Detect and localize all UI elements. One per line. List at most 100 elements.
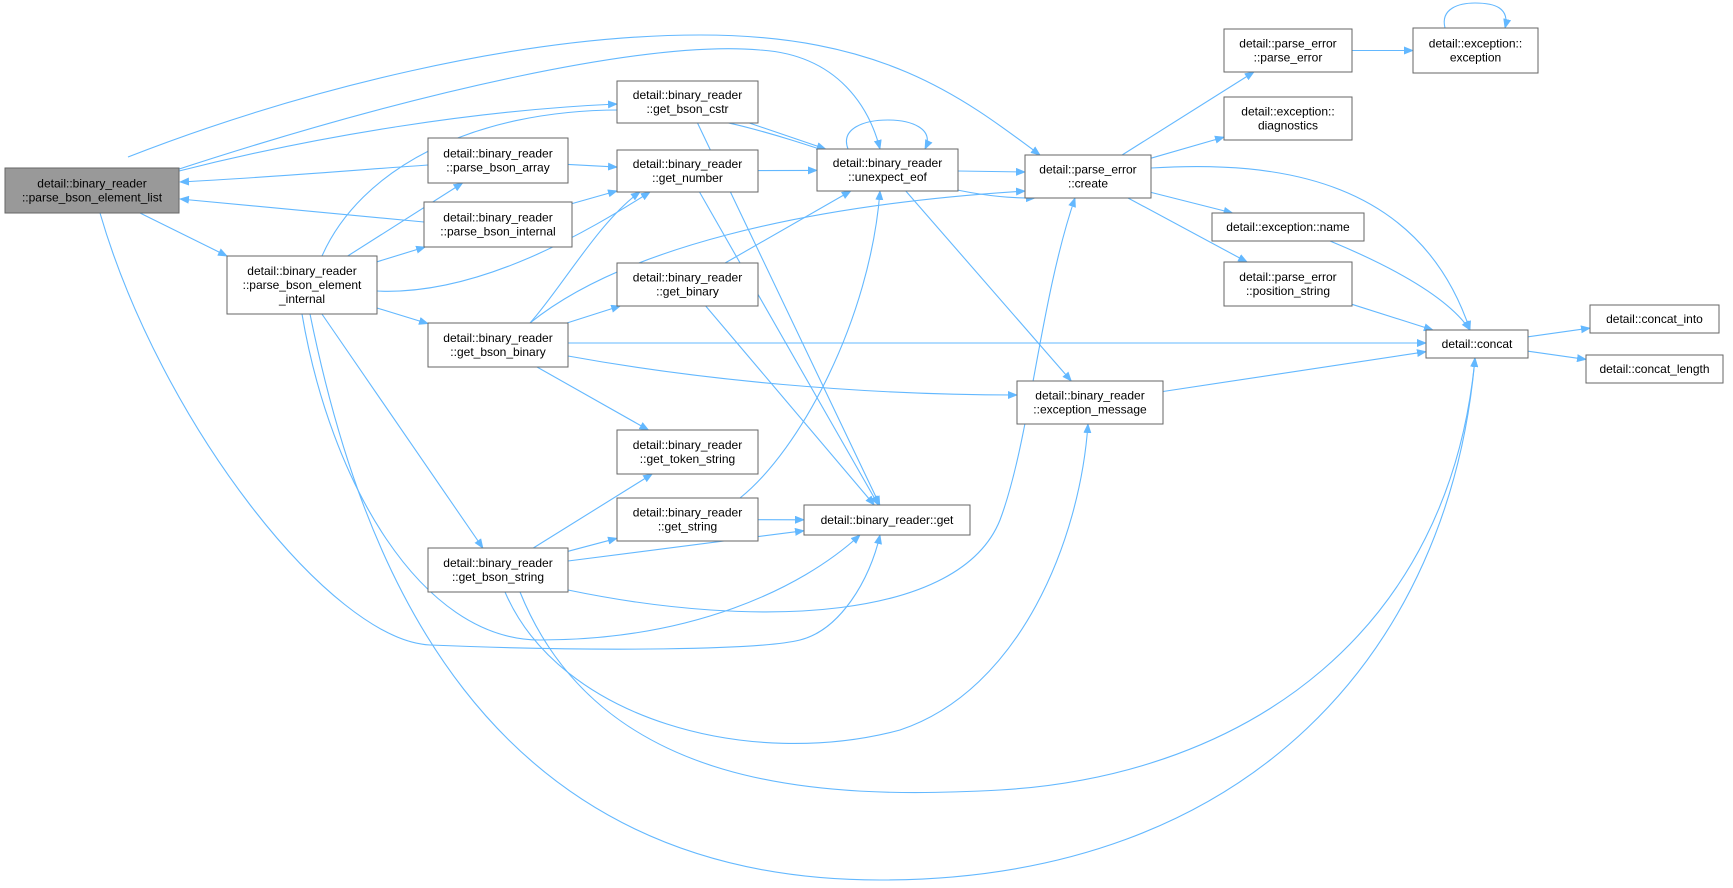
node-label-line: _internal [278,292,325,306]
node-box[interactable] [427,547,569,593]
node-label-line: ::get_bson_binary [450,345,545,359]
edge-line [139,212,228,257]
node-box[interactable] [616,262,759,307]
edge-line [567,197,1076,613]
node-create[interactable]: detail::parse_error::create [1024,154,1152,199]
node-box[interactable] [226,255,378,315]
node-box[interactable] [1024,154,1152,199]
node-box[interactable] [423,201,573,248]
node-label-line: ::parse_bson_element [243,278,362,292]
node-pos[interactable]: detail::parse_error::position_string [1223,261,1353,307]
edge-bstring-to-create [567,197,1076,613]
edge-line [571,189,618,205]
node-label-line: detail::binary_reader [633,271,742,285]
node-box[interactable] [803,504,971,536]
node-label-line: ::get_bson_cstr [646,102,728,116]
node-exc[interactable]: detail::exception::exception [1412,27,1539,74]
node-box[interactable] [1223,96,1353,141]
node-array[interactable]: detail::binary_reader::parse_bson_array [427,137,569,184]
edge-line [174,100,618,173]
edge-bstring-to-token [533,473,654,549]
node-label-line: ::get_bson_string [452,570,544,584]
edge-elemint-to-get [301,313,861,641]
edge-list-to-eof [169,48,882,173]
edge-line [347,182,464,257]
node-box[interactable] [1425,329,1529,359]
node-box[interactable] [616,429,759,475]
edge-elemint-to-array [347,182,464,257]
edge-line [533,473,654,549]
edge-line [99,212,882,650]
node-diag[interactable]: detail::exception::diagnostics [1223,96,1353,141]
node-excmsg[interactable]: detail::binary_reader::exception_message [1016,380,1164,425]
node-label-line: detail::binary_reader [1035,389,1144,403]
node-box[interactable] [816,148,959,192]
edge-line [169,48,882,173]
edge-array-to-list [179,164,429,186]
node-concat[interactable]: detail::concat [1425,329,1529,359]
node-label-line: ::get_string [658,520,717,534]
edge-bbinary-to-excmsg [567,355,1018,399]
node-string[interactable]: detail::binary_reader::get_string [616,497,759,542]
edge-line [705,305,875,506]
edge-elemint-to-bsonint [376,245,427,263]
node-label-line: ::parse_bson_array [446,161,549,175]
node-label-line: ::exception_message [1033,403,1147,417]
node-cinto[interactable]: detail::concat_into [1589,304,1720,334]
node-binary[interactable]: detail::binary_reader::get_binary [616,262,759,307]
edge-elemint-to-number [376,191,651,292]
node-number[interactable]: detail::binary_reader::get_number [616,149,759,193]
node-label-line: ::position_string [1246,284,1330,298]
node-token[interactable]: detail::binary_reader::get_token_string [616,429,759,475]
node-box[interactable] [616,80,759,124]
node-box[interactable] [616,149,759,193]
node-label-line: detail::concat_length [1599,362,1709,376]
edge-line [309,313,1479,881]
node-box[interactable] [1223,28,1353,73]
node-label-line: detail::concat [1442,337,1513,351]
node-get[interactable]: detail::binary_reader::get [803,504,971,536]
node-name[interactable]: detail::exception::name [1211,212,1365,242]
node-elemint[interactable]: detail::binary_reader::parse_bson_elemen… [226,255,378,315]
node-label-line: ::parse_error [1254,51,1323,65]
edge-line [566,304,622,324]
edge-line [567,162,618,171]
node-list[interactable]: detail::binary_reader::parse_bson_elemen… [4,167,180,214]
node-label-line: detail::binary_reader [633,506,742,520]
node-bbinary[interactable]: detail::binary_reader::get_bson_binary [427,322,569,368]
node-bstring[interactable]: detail::binary_reader::get_bson_string [427,547,569,593]
edge-name-to-concat [1329,240,1471,331]
node-box[interactable] [427,137,569,184]
node-box[interactable] [4,167,180,214]
node-box[interactable] [1585,354,1724,384]
edge-line [1150,191,1234,215]
edge-line [1127,197,1248,263]
node-box[interactable] [616,497,759,542]
node-box[interactable] [1223,261,1353,307]
node-box[interactable] [1016,380,1164,425]
edge-line [536,366,650,431]
node-box[interactable] [1211,212,1365,242]
node-cstr[interactable]: detail::binary_reader::get_bson_cstr [616,80,759,124]
edge-line [1162,349,1427,393]
node-clen[interactable]: detail::concat_length [1585,354,1724,384]
node-label-line: detail::binary_reader [633,157,742,171]
edge-line [321,313,484,549]
edge-elemint-to-bstring [321,313,484,549]
node-label-line: detail::binary_reader [247,264,356,278]
node-bsonint[interactable]: detail::binary_reader::parse_bson_intern… [423,201,573,248]
edge-create-to-perr [1121,71,1255,156]
edge-eof-to-eof [845,119,933,150]
node-perr[interactable]: detail::parse_error::parse_error [1223,28,1353,73]
edge-list-to-create [127,34,1041,158]
edge-bstring-to-get [567,527,805,562]
edge-concat-to-cinto [1527,325,1591,338]
edge-line [749,122,827,150]
node-box[interactable] [427,322,569,368]
node-box[interactable] [1412,27,1539,74]
edge-line [567,527,805,562]
node-box[interactable] [1589,304,1720,334]
node-label-line: detail::exception:: [1429,37,1522,51]
node-eof[interactable]: detail::binary_reader::unexpect_eof [816,148,959,192]
edge-array-to-number [567,162,618,171]
